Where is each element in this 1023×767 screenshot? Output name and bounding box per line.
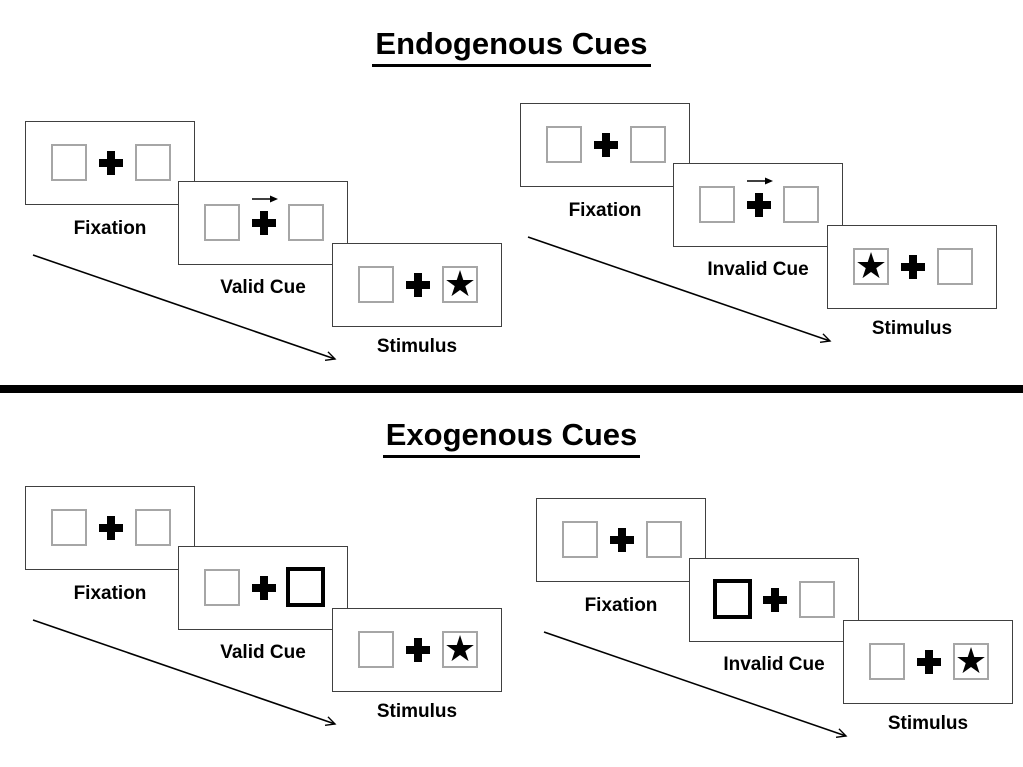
- right-placeholder-box: [799, 581, 835, 618]
- fixation-card: [520, 103, 690, 187]
- panel-endogenous-valid: Fixation Valid Cue ★ Stimulus: [25, 121, 525, 376]
- right-placeholder-box: [646, 521, 682, 558]
- card-label-fixation: Fixation: [73, 218, 147, 239]
- section-title-exogenous: Exogenous Cues: [0, 417, 1023, 458]
- section-title-text: Endogenous Cues: [372, 26, 651, 67]
- stimulus-card: ★: [843, 620, 1013, 704]
- fixation-card: [25, 486, 195, 570]
- star-icon: ★: [854, 245, 888, 286]
- cue-card: [178, 546, 348, 630]
- fixation-cross-icon: [901, 255, 925, 279]
- panel-exogenous-invalid: Fixation Invalid Cue ★ Stimulus: [536, 498, 1023, 753]
- fixation-card: [25, 121, 195, 205]
- cue-card: [178, 181, 348, 265]
- timeline-arrow: [527, 236, 846, 355]
- right-placeholder-box: [135, 509, 171, 546]
- stimulus-card: ★: [332, 608, 502, 692]
- left-placeholder-box: [358, 631, 394, 668]
- cue-card: [673, 163, 843, 247]
- cue-highlight-box: [286, 567, 325, 607]
- star-icon: ★: [443, 263, 477, 304]
- right-placeholder-box: [135, 144, 171, 181]
- timeline-arrow: [543, 631, 862, 750]
- left-placeholder-box: [699, 186, 735, 223]
- stimulus-card: ★: [332, 243, 502, 327]
- card-label-stimulus: Stimulus: [887, 713, 969, 734]
- cue-highlight-box: [713, 579, 752, 619]
- right-placeholder-box: [288, 204, 324, 241]
- left-placeholder-box: [562, 521, 598, 558]
- cue-card: [689, 558, 859, 642]
- fixation-cross-icon: [594, 133, 618, 157]
- fixation-cross-icon: [406, 273, 430, 297]
- fixation-cross-icon: [610, 528, 634, 552]
- left-placeholder-box: [51, 509, 87, 546]
- left-placeholder-box: [358, 266, 394, 303]
- fixation-cross-icon: [406, 638, 430, 662]
- fixation-cross-icon: [252, 211, 276, 235]
- left-placeholder-box: [51, 144, 87, 181]
- right-placeholder-box: ★: [442, 266, 478, 303]
- fixation-cross-icon: [747, 193, 771, 217]
- card-label-stimulus: Stimulus: [871, 318, 953, 339]
- fixation-cross-icon: [99, 151, 123, 175]
- card-label-fixation: Fixation: [568, 200, 642, 221]
- card-label-stimulus: Stimulus: [376, 701, 458, 722]
- card-label-cue: Invalid Cue: [707, 259, 809, 280]
- timeline-arrow: [32, 619, 351, 738]
- fixation-cross-icon: [763, 588, 787, 612]
- cue-arrow-icon: [252, 195, 278, 203]
- star-icon: ★: [954, 640, 988, 681]
- card-label-cue: Valid Cue: [220, 277, 306, 298]
- card-label-stimulus: Stimulus: [376, 336, 458, 357]
- panel-exogenous-valid: Fixation Valid Cue ★ Stimulus: [25, 486, 525, 741]
- star-icon: ★: [443, 628, 477, 669]
- fixation-cross-icon: [917, 650, 941, 674]
- section-title-text: Exogenous Cues: [382, 417, 641, 458]
- timeline-arrow: [32, 254, 351, 373]
- card-label-fixation: Fixation: [584, 595, 658, 616]
- fixation-cross-icon: [99, 516, 123, 540]
- panel-endogenous-invalid: Fixation Invalid Cue ★ Stimulus: [520, 103, 1020, 358]
- fixation-card: [536, 498, 706, 582]
- left-placeholder-box: [869, 643, 905, 680]
- stimulus-card: ★: [827, 225, 997, 309]
- left-placeholder-box: [204, 569, 240, 606]
- cue-arrow-icon: [747, 177, 773, 185]
- right-placeholder-box: [783, 186, 819, 223]
- left-placeholder-box: [204, 204, 240, 241]
- right-placeholder-box: [937, 248, 973, 285]
- left-placeholder-box: [546, 126, 582, 163]
- right-placeholder-box: [630, 126, 666, 163]
- right-placeholder-box: ★: [953, 643, 989, 680]
- card-label-fixation: Fixation: [73, 583, 147, 604]
- left-placeholder-box: ★: [853, 248, 889, 285]
- card-label-cue: Invalid Cue: [723, 654, 825, 675]
- fixation-cross-icon: [252, 576, 276, 600]
- section-divider: [0, 385, 1023, 393]
- right-placeholder-box: ★: [442, 631, 478, 668]
- card-label-cue: Valid Cue: [220, 642, 306, 663]
- section-title-endogenous: Endogenous Cues: [0, 26, 1023, 67]
